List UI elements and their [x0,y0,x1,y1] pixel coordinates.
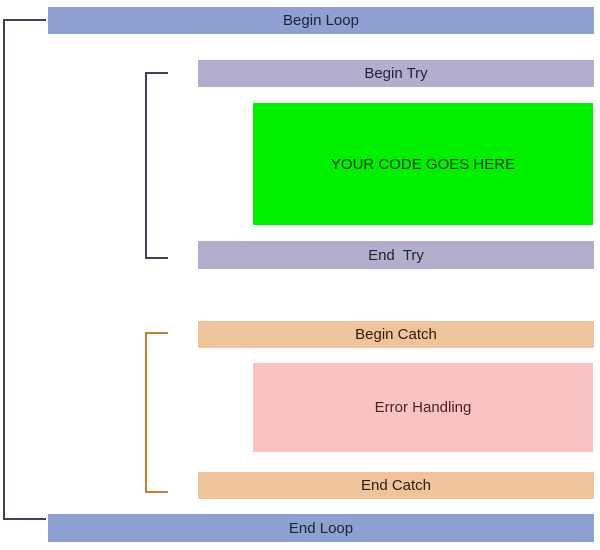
begin-catch-bar: Begin Catch [198,321,594,348]
end-try-label: End Try [368,246,424,264]
end-loop-label: End Loop [288,519,354,537]
try-bracket [145,72,168,259]
end-loop-bar: End Loop [48,514,594,542]
begin-try-bar: Begin Try [198,60,594,87]
error-handling-label: Error Handling [374,399,472,416]
error-handling-block: Error Handling [253,363,593,452]
begin-loop-label: Begin Loop [283,12,359,29]
catch-bracket [145,332,168,493]
end-catch-bar: End Catch [198,472,594,499]
code-block: YOUR CODE GOES HERE [253,103,593,225]
begin-try-label: Begin Try [364,65,428,82]
end-try-bar: End Try [198,241,594,269]
code-block-label: YOUR CODE GOES HERE [330,155,516,173]
begin-catch-label: Begin Catch [355,326,437,343]
end-catch-label: End Catch [360,477,432,494]
begin-loop-bar: Begin Loop [48,7,594,34]
loop-bracket [3,19,46,520]
